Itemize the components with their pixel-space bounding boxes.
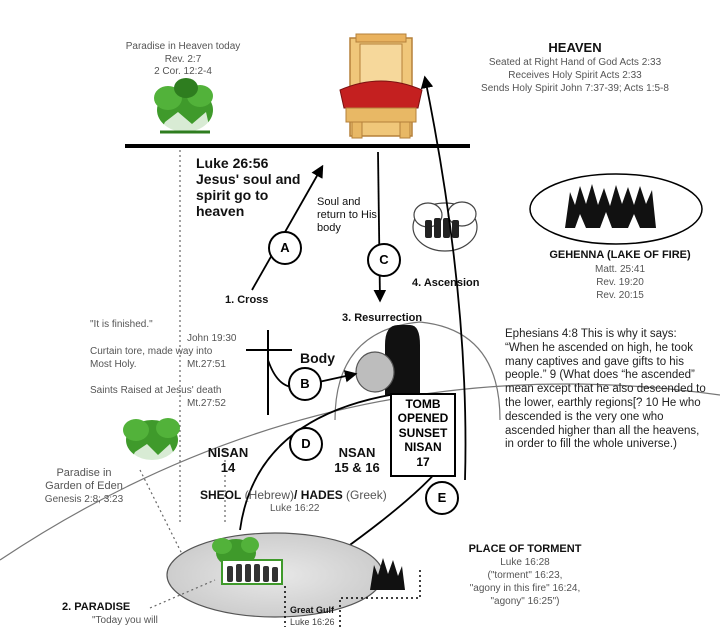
cross-note-saints-ref: Mt.27:52 — [187, 398, 226, 409]
heaven-line1: Seated at Right Hand of God Acts 2:33 — [488, 57, 662, 68]
torment-ref: Luke 16:28 — [500, 557, 550, 568]
step-cross: 1. Cross — [225, 294, 269, 306]
gehenna-ref1: Matt. 25:41 — [594, 264, 646, 275]
torment-line1: ("torment" 16:23, — [487, 570, 563, 581]
torment-line3: "agony" 16:25") — [490, 596, 560, 607]
fire-icon-gehenna — [565, 184, 656, 228]
tree-icon-heaven — [154, 78, 213, 134]
gehenna-ref2: Rev. 19:20 — [596, 277, 644, 288]
great-gulf-title: Great Gulf — [290, 605, 335, 615]
fire-icon-torment — [370, 558, 405, 590]
cross-note-most-holy: Most Holy. — [90, 359, 137, 370]
cross-note-saints: Saints Raised at Jesus' death — [90, 385, 222, 396]
body-label: Body — [300, 350, 335, 366]
tree-icon-eden — [123, 418, 180, 462]
marker-b: B — [288, 367, 322, 401]
cloud-icon — [412, 201, 478, 252]
marker-c: C — [367, 243, 401, 277]
cross-icon — [246, 330, 292, 415]
path-d — [239, 394, 391, 531]
step-paradise: 2. PARADISE — [62, 601, 131, 613]
great-gulf-ref: Luke 16:26 — [290, 617, 335, 627]
paradise-heaven-ref1: Rev. 2:7 — [164, 54, 202, 65]
nisan-1516-number: 15 & 16 — [334, 460, 380, 475]
tomb-line4: NISAN — [404, 440, 442, 455]
tomb-line2: OPENED — [397, 411, 449, 426]
tomb-icon — [355, 325, 420, 395]
cross-note-john: John 19:30 — [187, 333, 237, 344]
cross-note-finished: "It is finished." — [90, 319, 153, 330]
step-resurrection: 3. Resurrection — [342, 312, 423, 324]
step-ascension: 4. Ascension — [412, 277, 480, 289]
tomb-line5: 17 — [416, 454, 430, 469]
people-icon-sheol — [221, 559, 283, 585]
gehenna-title: GEHENNA (LAKE OF FIRE) — [549, 249, 691, 261]
marker-e: E — [425, 481, 459, 515]
nisan-1516-label: NSAN — [338, 445, 376, 460]
tomb-line1: TOMB — [405, 397, 441, 411]
arrow-ascension — [420, 75, 467, 481]
gehenna-ref3: Rev. 20:15 — [596, 290, 644, 301]
cross-note-curtain: Curtain tore, made way into — [90, 346, 213, 357]
paradise-heaven-title: Paradise in Heaven today — [125, 41, 241, 52]
eden-line1: Paradise in — [56, 467, 112, 479]
arrow-c — [373, 151, 387, 303]
arrow-a — [251, 164, 324, 291]
hebrew-word: (Hebrew) — [241, 488, 295, 502]
eden-line3: Genesis 2:8; 3:23 — [44, 494, 124, 505]
soul-return-note: Soul and return to His body — [317, 196, 377, 235]
nisan-14-number: 14 — [220, 460, 236, 475]
sheol-word: SHEOL — [200, 488, 242, 502]
paradise-quote: "Today you will — [92, 615, 158, 626]
cross-note-curtain-ref: Mt.27:51 — [187, 359, 226, 370]
dotted-line-eden-2 — [139, 469, 186, 561]
nisan-14-label: NISAN — [207, 445, 249, 460]
sheol-hades-title: SHEOL (Hebrew)/ HADES (Greek) — [200, 488, 387, 503]
eden-line2: Garden of Eden — [45, 480, 123, 492]
earth-horizon-arc — [0, 383, 720, 561]
torment-title: PLACE OF TORMENT — [468, 543, 582, 555]
paradise-heaven-ref2: 2 Cor. 12:2-4 — [154, 66, 212, 77]
luke-note: Luke 26:56 Jesus' soul and spirit go to … — [196, 155, 301, 220]
heaven-line2: Receives Holy Spirit Acts 2:33 — [508, 70, 642, 81]
paradise-dotted-line — [149, 579, 216, 609]
torment-line2: "agony in this fire" 16:24, — [469, 583, 581, 594]
throne-icon — [339, 33, 423, 139]
marker-a: A — [268, 231, 302, 265]
heaven-line3: Sends Holy Spirit John 7:37-39; Acts 1:5… — [481, 83, 669, 94]
tomb-info-box: TOMB OPENED SUNSET NISAN 17 — [390, 393, 456, 477]
marker-d: D — [289, 427, 323, 461]
ephesians-quote: Ephesians 4:8 This is why it says: “When… — [505, 328, 706, 451]
sheol-ref: Luke 16:22 — [270, 503, 320, 514]
heaven-title: HEAVEN — [548, 40, 602, 55]
resurrection-arc — [334, 321, 501, 421]
greek-word: (Greek) — [342, 488, 387, 502]
tomb-line3: SUNSET — [398, 425, 448, 440]
hades-word: / HADES — [294, 488, 343, 502]
